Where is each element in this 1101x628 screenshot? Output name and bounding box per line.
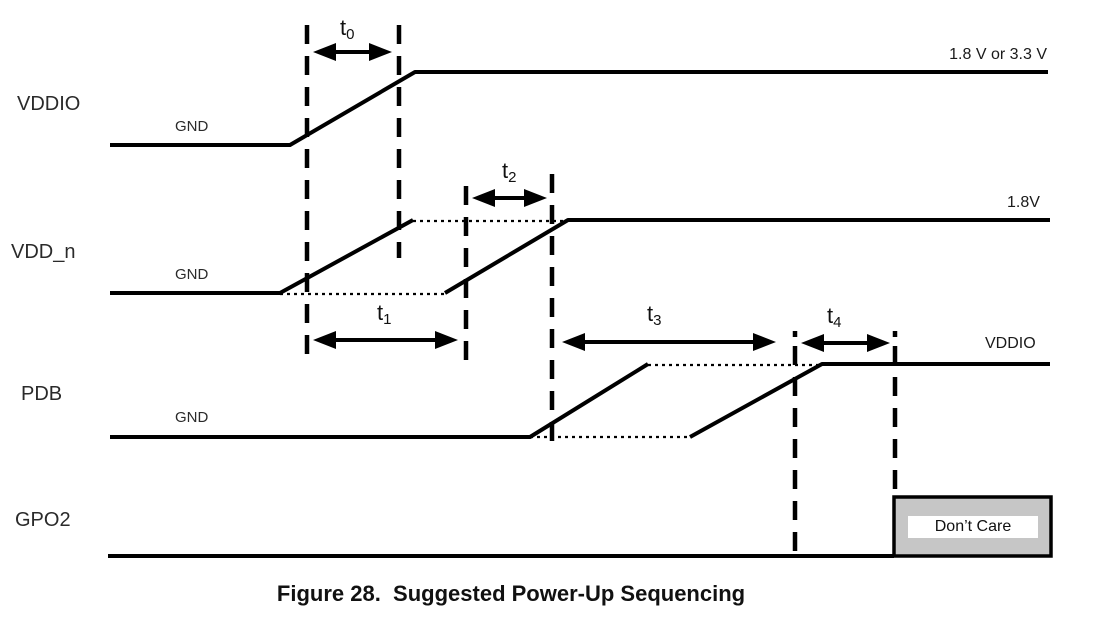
t2-arrowhead-left-icon bbox=[472, 189, 495, 207]
t0-arrowhead-right-icon bbox=[369, 43, 392, 61]
pdb-waveform-late-ramp bbox=[689, 362, 1050, 439]
timing-label-t0: t0 bbox=[340, 16, 354, 43]
t4-arrowhead-right-icon bbox=[867, 334, 890, 352]
vddio-waveform bbox=[110, 70, 1048, 147]
t4-base: t bbox=[827, 303, 834, 328]
t0-arrowhead-left-icon bbox=[313, 43, 336, 61]
vdd-n-waveform-early-ramp bbox=[110, 218, 414, 295]
t0-base: t bbox=[340, 15, 347, 40]
t2-arrowhead-right-icon bbox=[524, 189, 547, 207]
dont-care-label: Don’t Care bbox=[908, 516, 1038, 538]
t3-arrowhead-right-icon bbox=[753, 333, 776, 351]
level-label-pdb: VDDIO bbox=[985, 335, 1036, 352]
gnd-label-vddio: GND bbox=[175, 118, 209, 135]
figure-caption: Figure 28. Suggested Power-Up Sequencing bbox=[276, 581, 746, 606]
t1-subscript: 1 bbox=[383, 311, 392, 328]
pdb-waveform-early-ramp bbox=[110, 362, 650, 439]
t4-subscript: 4 bbox=[833, 314, 842, 331]
t1-base: t bbox=[377, 300, 384, 325]
timing-label-t1: t1 bbox=[377, 301, 391, 328]
t0-subscript: 0 bbox=[346, 26, 355, 43]
timing-label-t4: t4 bbox=[827, 304, 841, 331]
t4-interval-arrow bbox=[801, 334, 890, 352]
t3-interval-arrow bbox=[562, 333, 776, 351]
level-label-vdd-n: 1.8V bbox=[1007, 194, 1040, 211]
t1-interval-arrow bbox=[313, 331, 458, 349]
signal-label-vdd-n: VDD_n bbox=[11, 241, 76, 263]
t4-arrowhead-left-icon bbox=[801, 334, 824, 352]
t3-arrowhead-left-icon bbox=[562, 333, 585, 351]
gnd-label-vdd-n: GND bbox=[175, 266, 209, 283]
t1-arrowhead-left-icon bbox=[313, 331, 336, 349]
timing-label-t3: t3 bbox=[647, 302, 661, 329]
t3-base: t bbox=[647, 301, 654, 326]
t2-base: t bbox=[502, 158, 509, 183]
t2-subscript: 2 bbox=[508, 169, 517, 186]
t0-interval-arrow bbox=[313, 43, 392, 61]
signal-label-pdb: PDB bbox=[21, 383, 63, 405]
level-label-vddio: 1.8 V or 3.3 V bbox=[949, 46, 1047, 63]
gnd-label-pdb: GND bbox=[175, 409, 209, 426]
t3-subscript: 3 bbox=[653, 312, 662, 329]
signal-label-vddio: VDDIO bbox=[17, 93, 81, 115]
t1-arrowhead-right-icon bbox=[435, 331, 458, 349]
t2-interval-arrow bbox=[472, 189, 547, 207]
timing-label-t2: t2 bbox=[502, 159, 516, 186]
vdd-n-waveform-late-ramp bbox=[443, 218, 1050, 295]
signal-label-gpo2: GPO2 bbox=[15, 509, 71, 531]
